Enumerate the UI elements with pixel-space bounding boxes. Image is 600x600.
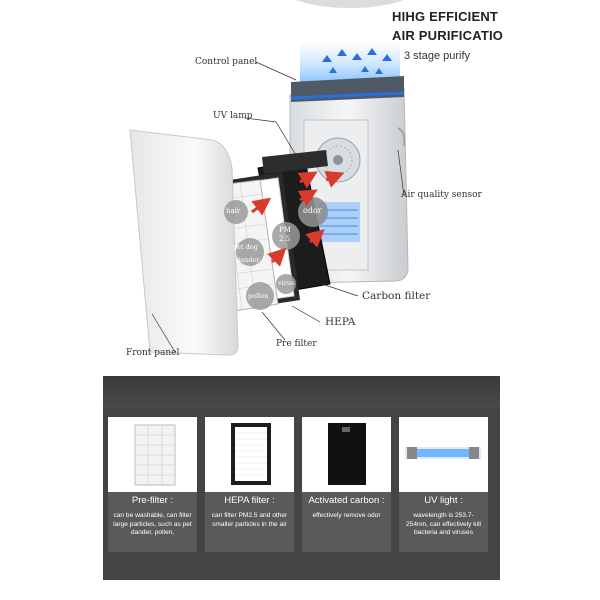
air-arrows (322, 48, 392, 74)
virus-bubble (276, 274, 296, 294)
pet-dog-label: pet dog (233, 243, 258, 251)
pre-filter-label: Pre filter (276, 339, 317, 349)
activated-carbon-title: Activated carbon : (308, 495, 385, 506)
front-panel (129, 129, 239, 356)
activated-carbon-image (302, 417, 391, 492)
card-activated-carbon: Activated carbon : effectively remove od… (302, 417, 391, 552)
dander-label: dander (236, 256, 260, 264)
banner-header-strip (103, 376, 500, 408)
uv-light-image (399, 417, 488, 492)
card-hepa-filter: HEPA filter : can filter PM2.5 and other… (205, 417, 294, 552)
virus-label: virus (278, 279, 295, 287)
airflow-arrows (251, 170, 345, 267)
carbon-filter-label: Carbon filter (362, 290, 431, 302)
pre-filter-title: Pre-filter : (131, 495, 174, 506)
pm25-label-line1: PM (279, 226, 291, 234)
title-line-2: AIR PURIFICATIO (392, 28, 504, 43)
front-panel-label: Front panel (126, 348, 180, 358)
hepa-filter-desc: can filter PM2.5 and other smaller parti… (211, 512, 288, 528)
card-uv-light: UV light : wavelength is 253.7-254nm, ca… (399, 417, 488, 552)
activated-carbon-caption: Activated carbon : effectively remove od… (302, 492, 391, 552)
hepa-filter-image (205, 417, 294, 492)
pollen-label: pollen (248, 292, 269, 300)
uv-light-title: UV light : (424, 495, 463, 506)
pm25-label-line2: 2.5 (279, 235, 291, 243)
hair-label: hair (226, 207, 241, 215)
uv-light-desc: wavelength is 253.7-254nm, can effective… (405, 512, 481, 537)
pet-dander-bubble (236, 238, 264, 266)
air-quality-sensor-label: Air quality sensor (401, 190, 482, 200)
pre-filter-image (108, 417, 197, 492)
purifier-illustration (129, 0, 409, 356)
callout-lines (151, 61, 405, 353)
control-panel-light (290, 91, 405, 100)
hair-bubble (224, 200, 248, 224)
subtitle: 3 stage purify (404, 50, 471, 62)
card-pre-filter: Pre-filter : can be washable, can filter… (108, 417, 197, 552)
uv-lamp-label: UV lamp (213, 111, 253, 121)
pollen-bubble (246, 282, 274, 310)
uv-lamp-panel (262, 150, 328, 174)
odor-label: odor (303, 206, 322, 215)
hepa-filter-caption: HEPA filter : can filter PM2.5 and other… (205, 492, 294, 552)
pre-filter-desc: can be washable, can filter large partic… (113, 512, 192, 537)
hepa-label: HEPA (325, 316, 356, 328)
top-shadow (296, 0, 404, 8)
hepa-filter-title: HEPA filter : (224, 495, 275, 506)
title-line-1: HIHG EFFICIENT (392, 9, 499, 24)
pm25-bubble (272, 222, 300, 250)
uv-light-caption: UV light : wavelength is 253.7-254nm, ca… (399, 492, 488, 552)
activated-carbon-desc: effectively remove odor (312, 512, 381, 519)
control-panel-label: Control panel (195, 57, 258, 67)
pre-filter-caption: Pre-filter : can be washable, can filter… (108, 492, 197, 552)
